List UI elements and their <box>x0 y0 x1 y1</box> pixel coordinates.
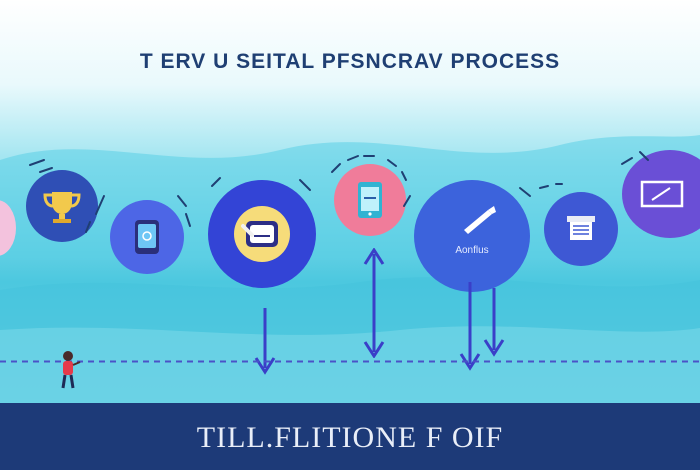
stage-6-bubble <box>544 192 618 266</box>
trophy-icon <box>40 186 84 226</box>
stage-1-bubble <box>26 170 98 242</box>
stage-2-bubble <box>110 200 184 274</box>
stage-3-bubble <box>208 180 316 288</box>
arrow-stage-3-down <box>254 308 276 375</box>
document-icon <box>564 214 598 244</box>
timeline-dashed-line <box>0 360 700 363</box>
stage-4-bubble <box>334 164 406 236</box>
stage-5-bubble: Aonflus <box>414 180 530 292</box>
person-figure <box>61 351 81 389</box>
arrow-stage-5-down-left <box>459 282 481 371</box>
stage-5-caption: Aonflus <box>455 244 489 256</box>
footer-banner: TILL.FLITIONE F OIF <box>0 403 700 470</box>
edge-bubble <box>0 200 16 256</box>
arrow-stage-4-both <box>363 248 385 358</box>
pencil-icon <box>458 202 498 236</box>
footer-title: TILL.FLITIONE F OIF <box>196 421 504 454</box>
arrow-stage-5-down-right <box>483 288 505 357</box>
tablet-icon <box>133 218 161 256</box>
page-title: T ERV U SEITAL PFSNCRAV PROCESS <box>139 50 561 73</box>
whiteboard-icon <box>640 180 684 208</box>
chat-icon <box>232 204 292 264</box>
stage-7-bubble <box>622 150 700 238</box>
mobile-phone-icon <box>355 180 385 220</box>
